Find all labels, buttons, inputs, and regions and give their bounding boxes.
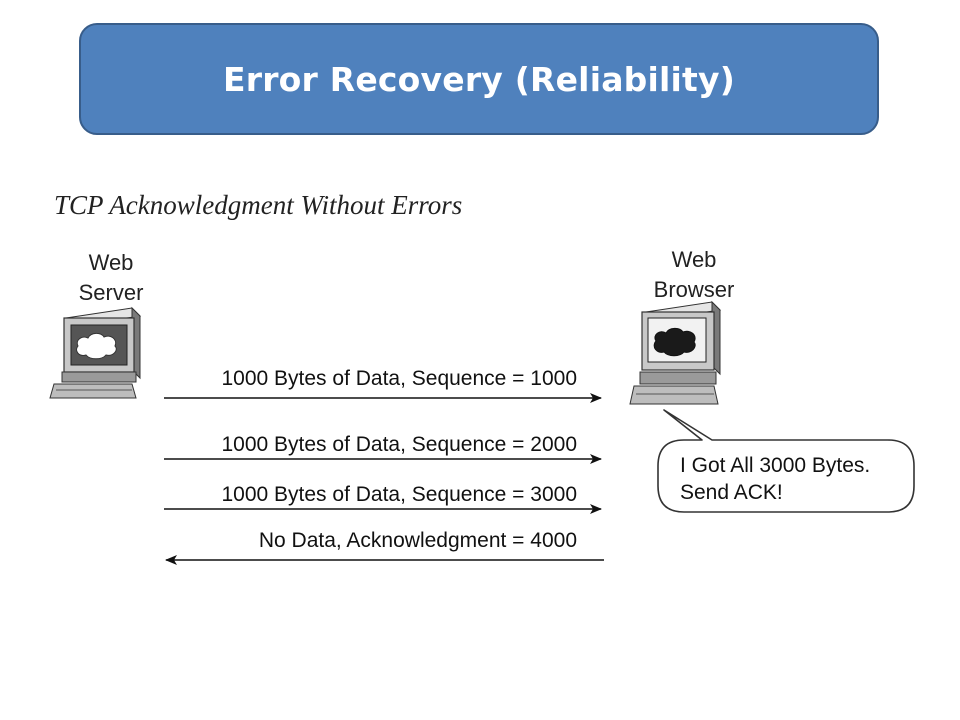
speech-bubble-line1: I Got All 3000 Bytes. — [680, 454, 871, 477]
message-label-2: 1000 Bytes of Data, Sequence = 2000 — [221, 433, 577, 456]
web-browser-computer-icon — [629, 300, 722, 405]
web-browser-label-line2: Browser — [653, 277, 735, 302]
web-browser-label-line1: Web — [671, 247, 717, 272]
speech-bubble-line2: Send ACK! — [680, 481, 783, 504]
web-server-label: Web Server — [66, 248, 156, 308]
diagram-subtitle: TCP Acknowledgment Without Errors — [54, 190, 463, 220]
web-server-computer-icon — [49, 306, 142, 399]
web-browser-label: Web Browser — [641, 245, 747, 305]
speech-bubble-text: I Got All 3000 Bytes. Send ACK! — [680, 452, 870, 506]
speech-bubble-outline — [657, 409, 915, 513]
message-label-1: 1000 Bytes of Data, Sequence = 1000 — [221, 367, 577, 390]
message-label-4: No Data, Acknowledgment = 4000 — [258, 529, 577, 552]
web-server-label-line1: Web — [88, 250, 134, 275]
message-label-3: 1000 Bytes of Data, Sequence = 3000 — [221, 483, 577, 506]
title-banner: Error Recovery (Reliability) — [79, 23, 879, 135]
slide-title: Error Recovery (Reliability) — [222, 59, 735, 99]
web-server-label-line2: Server — [78, 280, 144, 305]
